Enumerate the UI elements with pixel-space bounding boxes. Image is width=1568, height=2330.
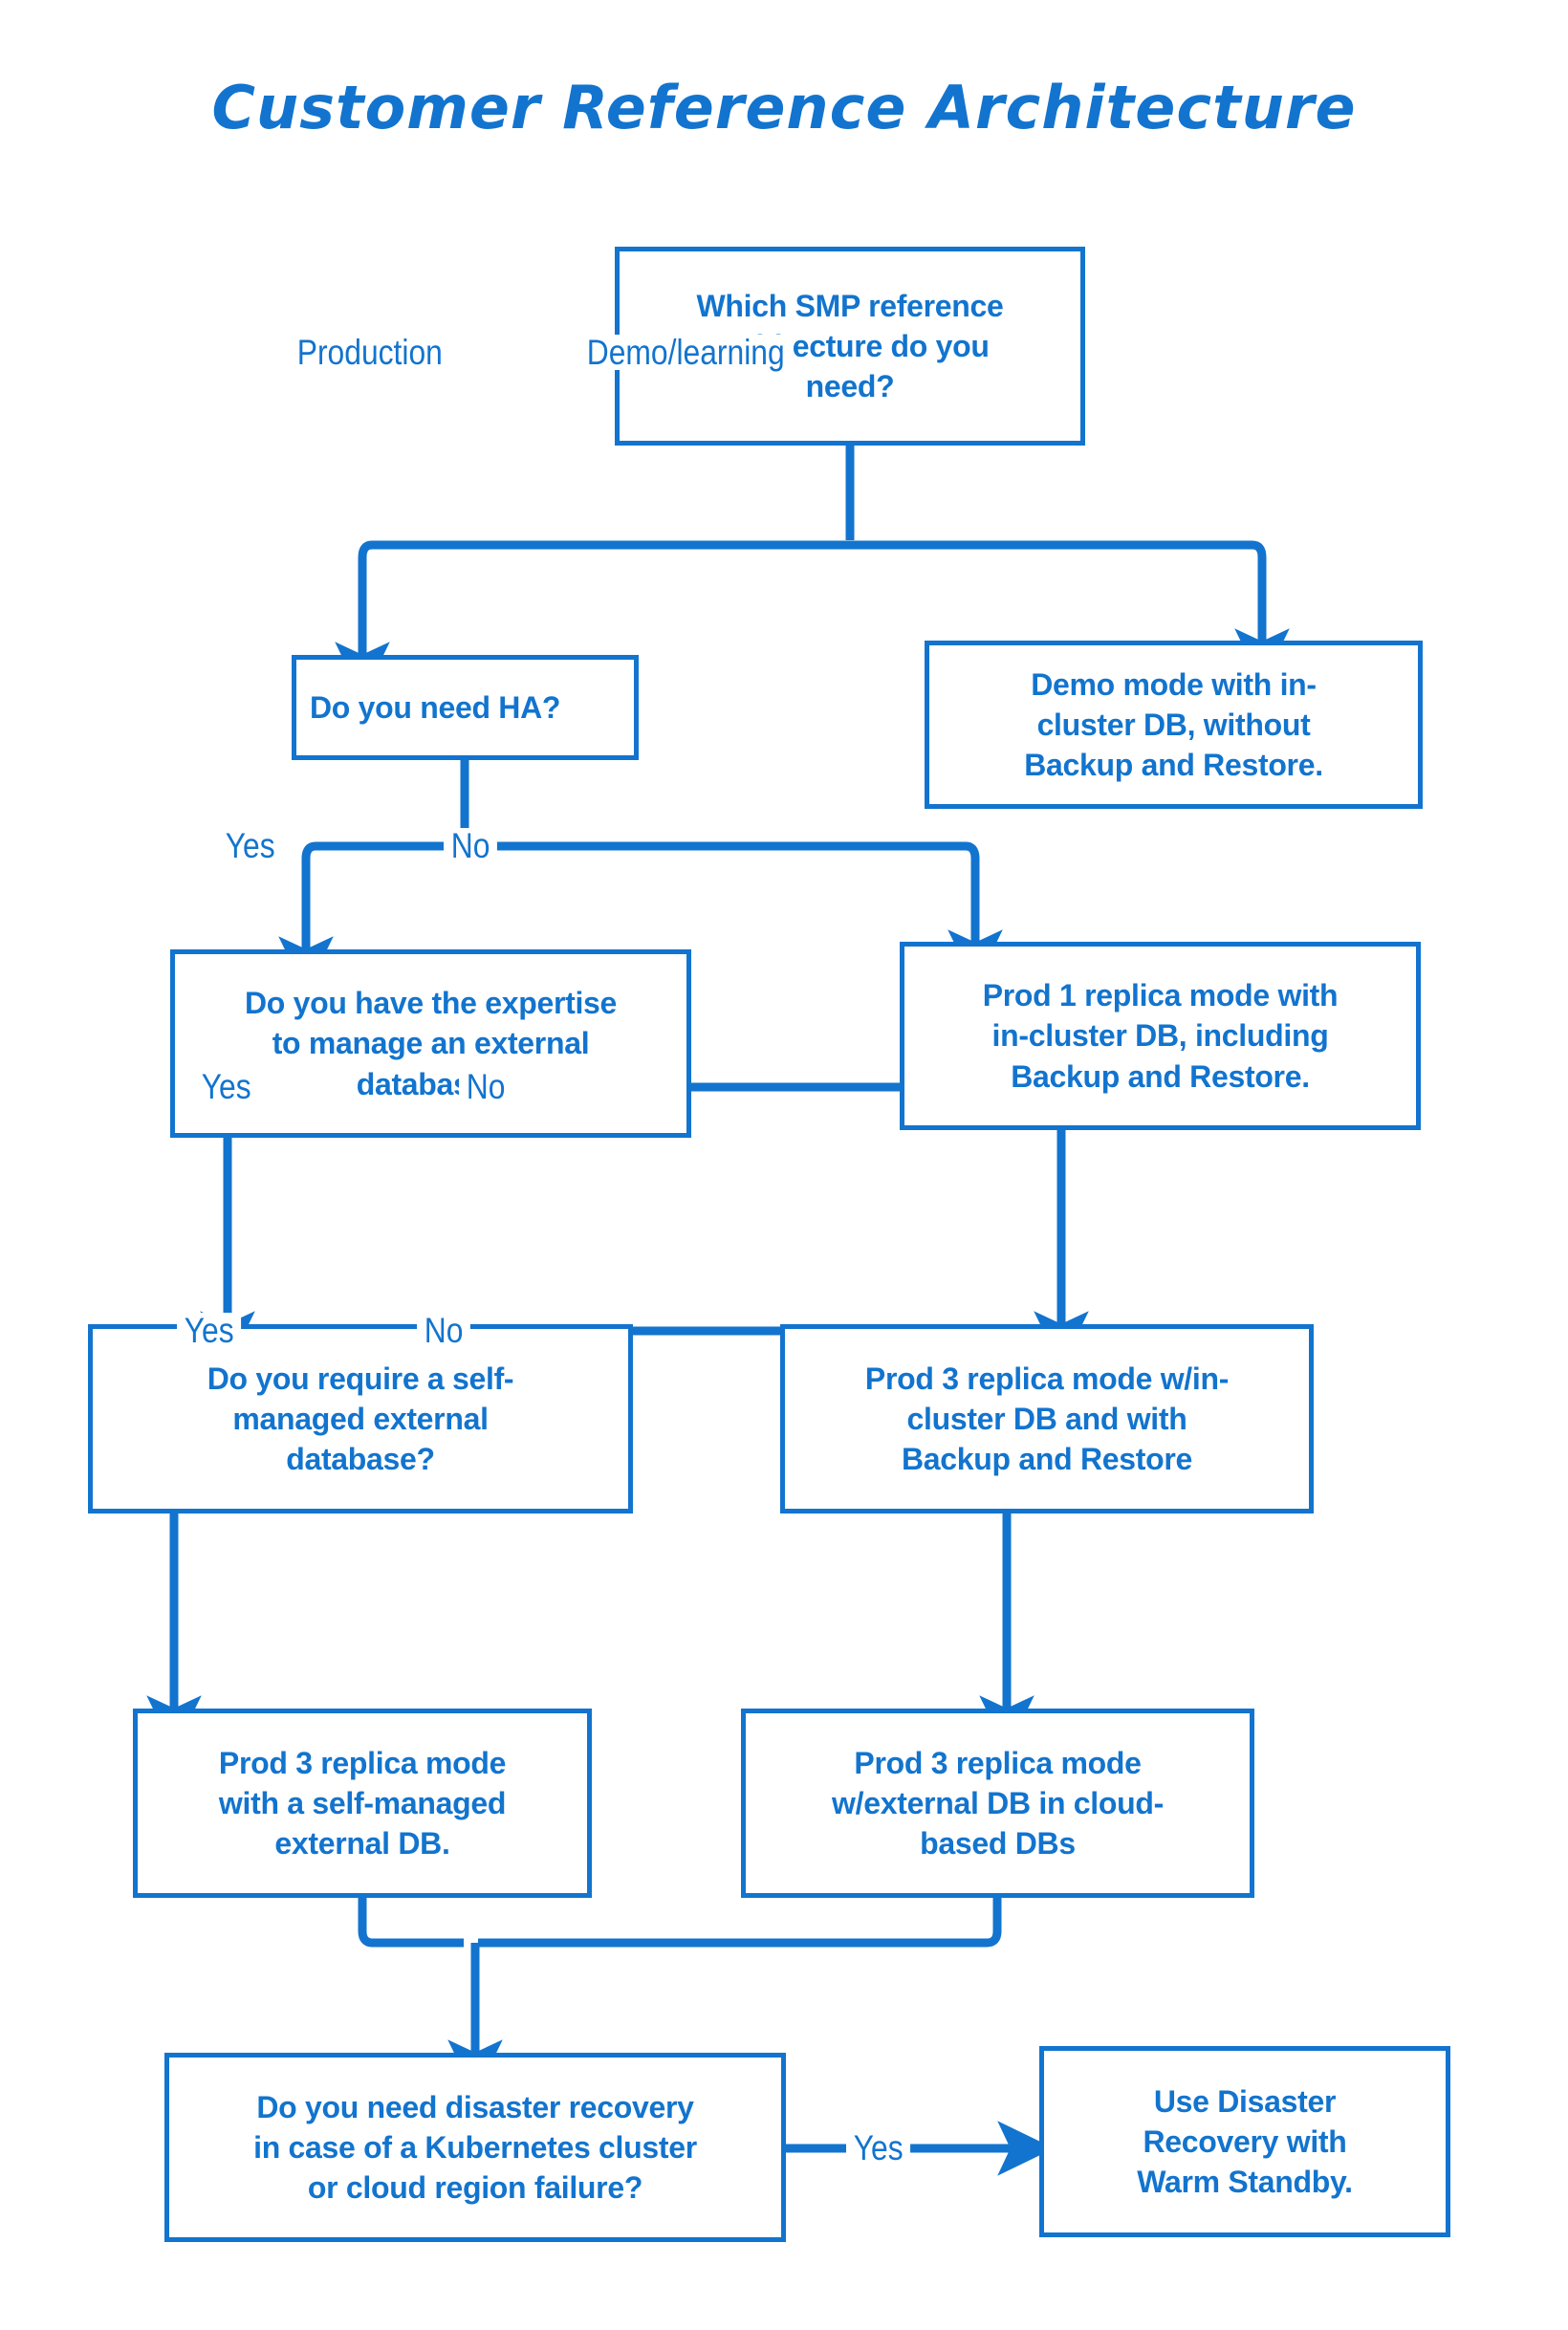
edge-label-self-managed-yes: Yes [177, 1313, 242, 1348]
node-prod-3-replica-self-managed-external-db[interactable]: Prod 3 replica mode with a self-managed … [133, 1709, 592, 1898]
node-prod-1-replica-mode[interactable]: Prod 1 replica mode with in-cluster DB, … [900, 942, 1421, 1130]
edge-label-expertise-no: No [459, 1069, 513, 1104]
edge-label-ha-yes: Yes [218, 828, 283, 863]
node-use-disaster-recovery-warm-standby[interactable]: Use Disaster Recovery with Warm Standby. [1039, 2046, 1450, 2237]
node-prod-3-replica-in-cluster-db[interactable]: Prod 3 replica mode w/in- cluster DB and… [780, 1324, 1314, 1513]
node-label: Do you require a self- managed external … [207, 1361, 514, 1477]
node-require-self-managed-external-database[interactable]: Do you require a self- managed external … [88, 1324, 633, 1513]
node-label: Do you need HA? [310, 689, 561, 725]
node-label: Prod 1 replica mode with in-cluster DB, … [982, 978, 1339, 1094]
node-label: Prod 3 replica mode with a self-managed … [218, 1745, 507, 1862]
connector-root-to-demo [850, 540, 1290, 686]
node-need-disaster-recovery[interactable]: Do you need disaster recovery in case of… [164, 2053, 786, 2242]
node-label: Demo mode with in- cluster DB, without B… [1024, 666, 1323, 783]
edge-label-disaster-recovery-yes: Yes [846, 2130, 911, 2166]
node-label: Do you have the expertise to manage an e… [244, 986, 618, 1101]
connector-cloud-merge [478, 1898, 1002, 1948]
node-expertise-manage-external-database[interactable]: Do you have the expertise to manage an e… [170, 949, 691, 1138]
node-prod-3-replica-cloud-based-dbs[interactable]: Prod 3 replica mode w/external DB in clo… [741, 1709, 1254, 1898]
node-demo-mode-in-cluster-db[interactable]: Demo mode with in- cluster DB, without B… [925, 641, 1423, 809]
node-label: Which SMP reference architecture do you … [696, 288, 1004, 404]
edge-label-demo-learning: Demo/learning [579, 335, 793, 370]
connector-selfmanaged-merge [358, 1898, 464, 1948]
node-label: Use Disaster Recovery with Warm Standby. [1137, 2083, 1353, 2200]
edge-label-expertise-yes: Yes [194, 1069, 259, 1104]
edge-label-self-managed-no: No [417, 1313, 471, 1348]
node-label: Prod 3 replica mode w/external DB in clo… [832, 1745, 1164, 1862]
node-label: Prod 3 replica mode w/in- cluster DB and… [864, 1361, 1230, 1477]
connector-ha-yes [278, 841, 465, 993]
connector-root-to-production [335, 540, 850, 699]
edge-label-production: Production [290, 335, 450, 370]
edge-label-ha-no: No [444, 828, 498, 863]
connector-ha-no [465, 841, 1003, 987]
page-title: Customer Reference Architecture [211, 73, 1357, 142]
node-do-you-need-ha[interactable]: Do you need HA? [292, 655, 639, 760]
node-label: Do you need disaster recovery in case of… [253, 2089, 697, 2206]
